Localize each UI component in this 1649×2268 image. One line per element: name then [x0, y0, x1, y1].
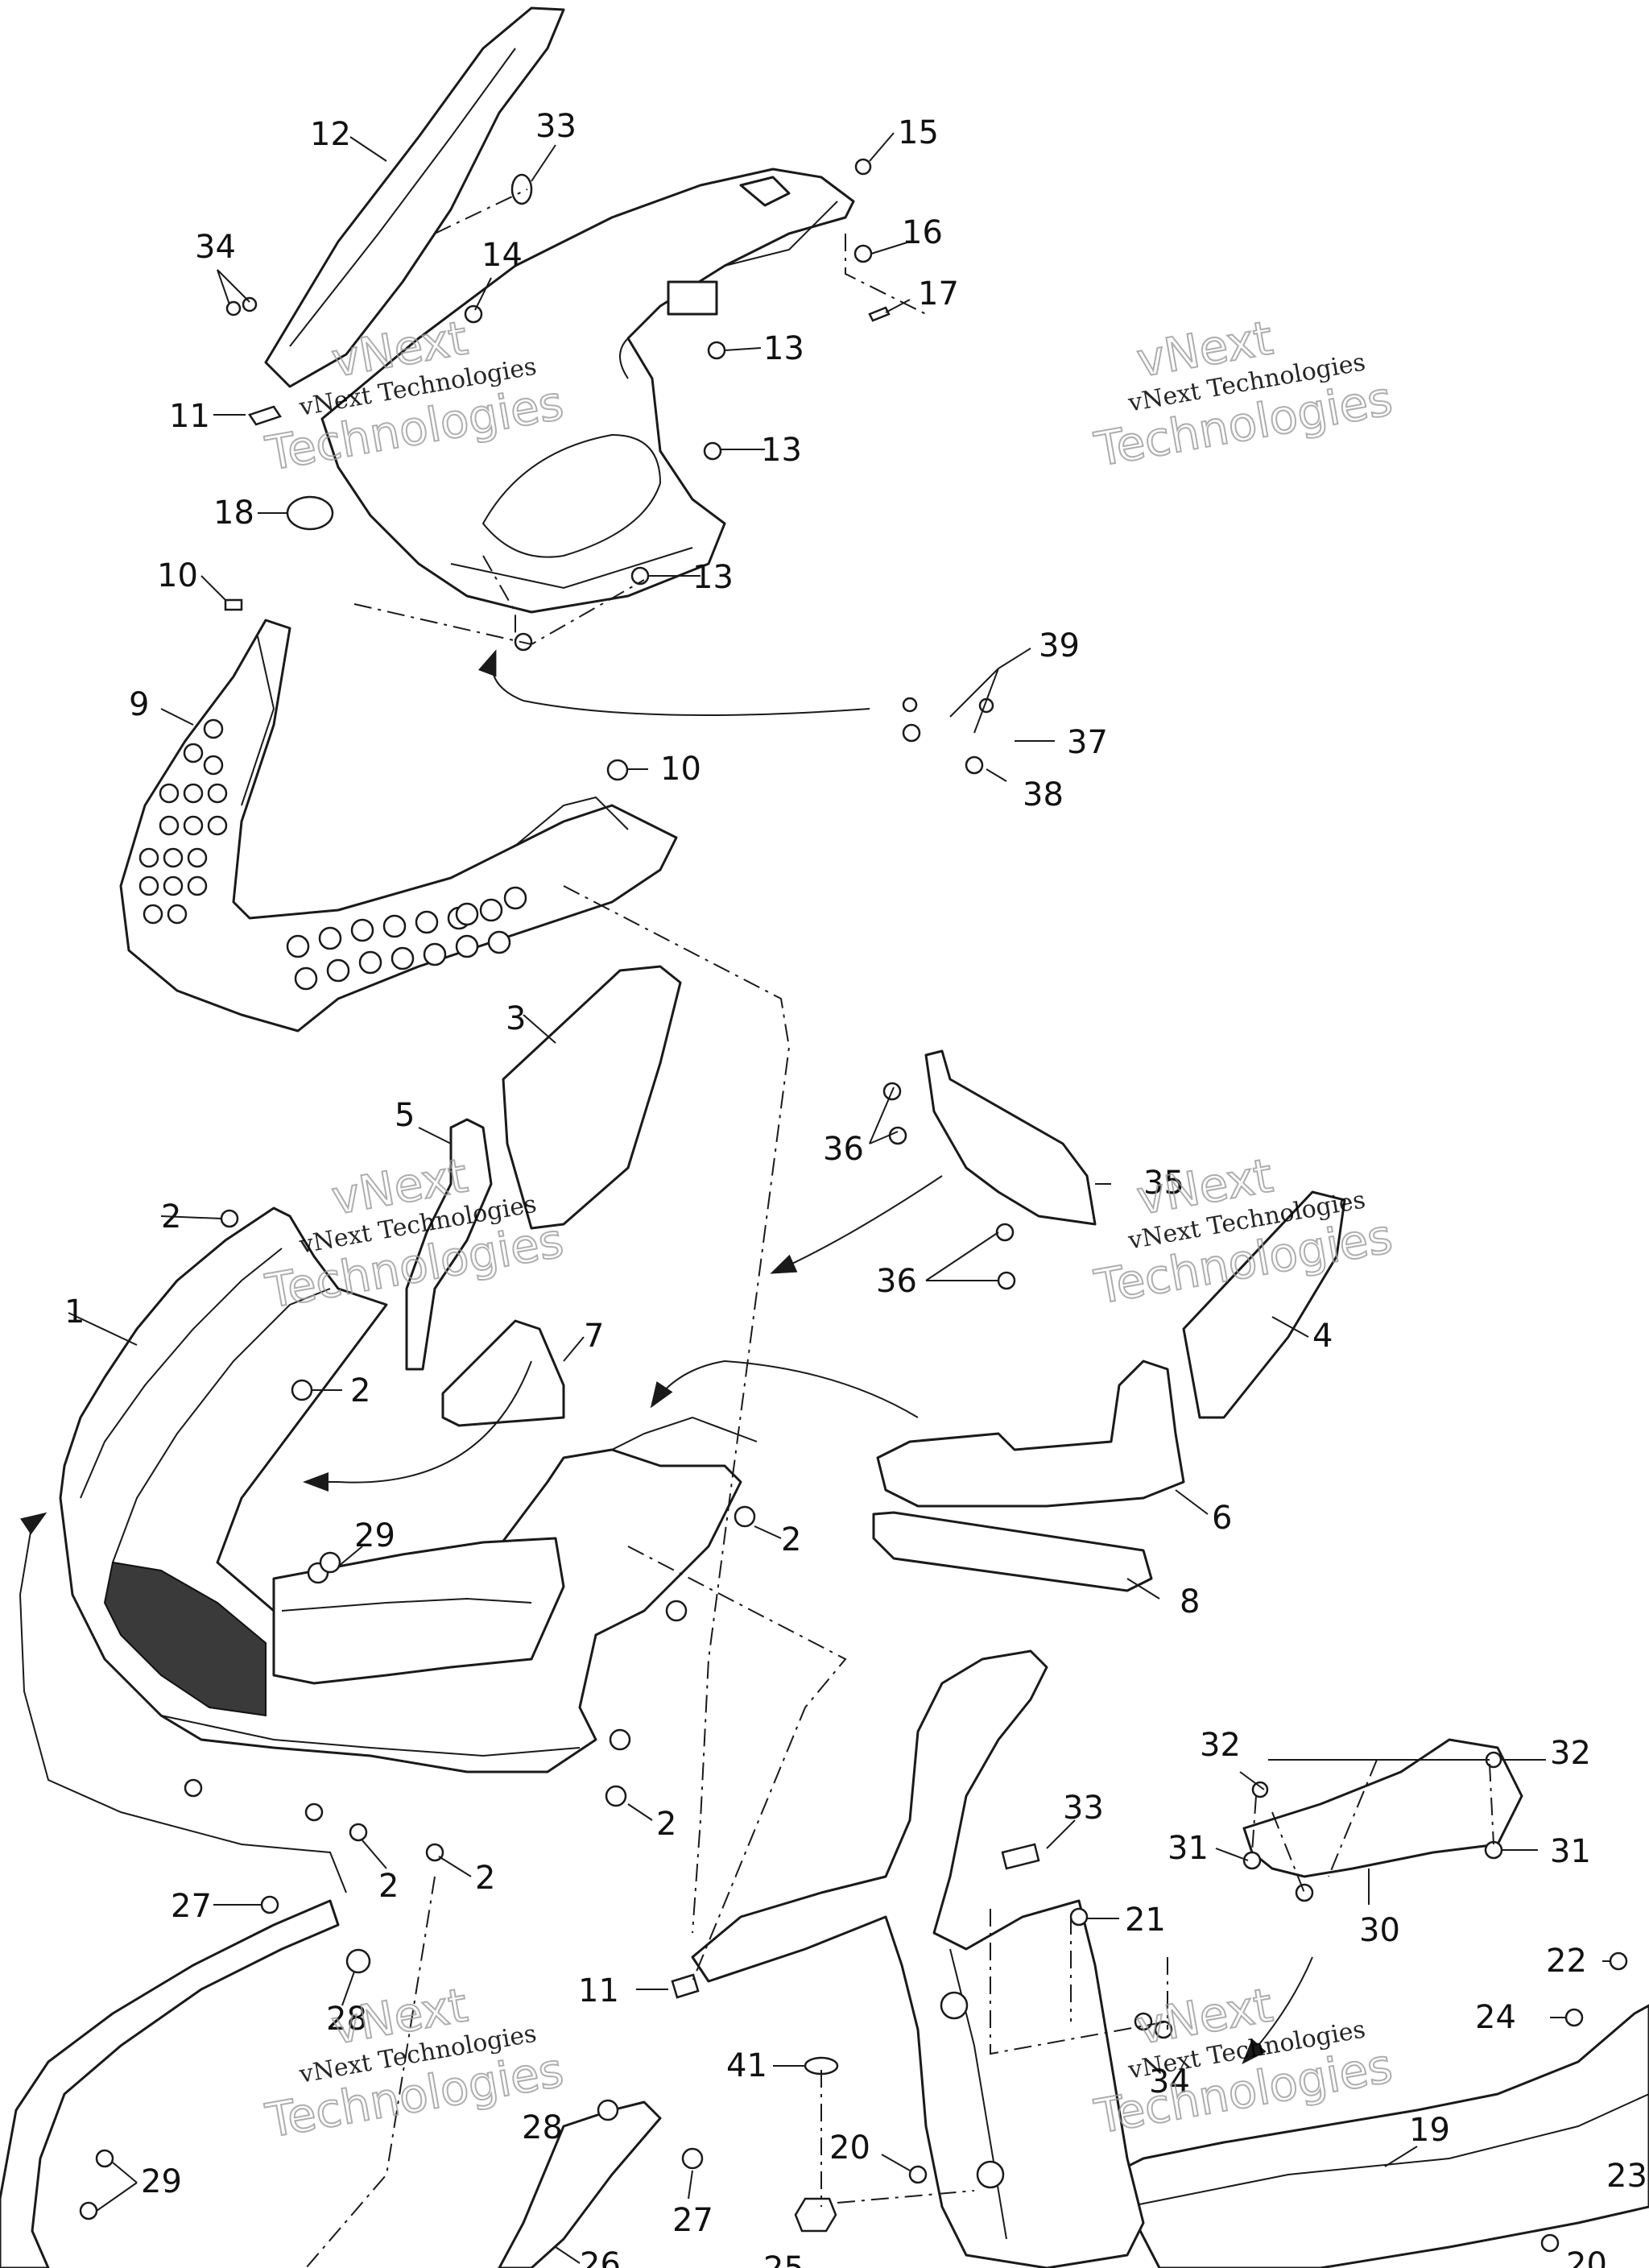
- callout-label: 7: [584, 1318, 604, 1355]
- callout-label: 28: [326, 2001, 367, 2038]
- callout-label: 41: [726, 2047, 767, 2084]
- callout-label: 22: [1546, 1943, 1587, 1980]
- callout-label: 2: [781, 1521, 801, 1558]
- watermark-4: vNext vNext Technologies Technologies: [1089, 1147, 1397, 1315]
- callout-label: 15: [898, 114, 939, 151]
- callout-label: 28: [522, 2109, 563, 2146]
- callout-label: 29: [141, 2163, 182, 2200]
- callout-label: 2: [161, 1198, 181, 1235]
- callout-label: 30: [1359, 1912, 1400, 1949]
- part-1-nose-cowl: [59, 1206, 758, 1773]
- callout-label: 33: [535, 108, 577, 145]
- part-19-lower-pan: [1110, 2004, 1649, 2268]
- dashed-assembly-lines: [305, 188, 1494, 2268]
- part-4-panel: [1182, 1190, 1346, 1419]
- callout-label: 13: [763, 330, 804, 367]
- watermark-5: vNext vNext Technologies Technologies: [261, 1976, 568, 2149]
- callout-label: 5: [395, 1097, 415, 1134]
- callout-label: 24: [1475, 1999, 1516, 2036]
- callout-label: 18: [213, 495, 254, 532]
- callout-label: 25: [763, 2250, 804, 2268]
- callout-label: 10: [660, 751, 701, 788]
- callout-label: 20: [829, 2129, 870, 2167]
- callout-label: 8: [1180, 1583, 1200, 1620]
- bumper-assembly: [0, 1899, 662, 2268]
- callout-label: 6: [1212, 1500, 1232, 1537]
- callout-label: 13: [692, 559, 734, 596]
- part-5-strip: [405, 1118, 493, 1371]
- callout-label: 11: [578, 1972, 619, 2009]
- part-8-strip: [872, 1511, 1153, 1592]
- part-35-bracket: [924, 1049, 1097, 1226]
- perforation-holes: [138, 718, 527, 991]
- upper-body-panel: [320, 168, 855, 614]
- callout-label: 27: [672, 2202, 713, 2239]
- callout-label: 32: [1550, 1735, 1591, 1772]
- callout-label: 16: [902, 214, 943, 251]
- part-9-perforated-panel: [119, 619, 678, 1033]
- callout-label: 26: [580, 2246, 621, 2268]
- callout-label: 34: [1149, 2063, 1190, 2100]
- callout-label: 35: [1143, 1165, 1184, 1202]
- fasteners: [79, 158, 1628, 2253]
- callout-label: 3: [506, 1000, 526, 1037]
- callout-label: 2: [350, 1372, 370, 1409]
- callout-label: 33: [1063, 1790, 1104, 1827]
- callout-label: 32: [1200, 1727, 1241, 1764]
- callout-label: 29: [354, 1517, 395, 1554]
- watermark-3: vNext vNext Technologies Technologies: [261, 1147, 568, 1319]
- callout-label: 36: [876, 1263, 917, 1300]
- callout-label: 39: [1039, 627, 1080, 664]
- callout-label: 38: [1023, 776, 1064, 813]
- callout-label: 13: [761, 432, 802, 469]
- callout-label: 34: [195, 229, 236, 266]
- callout-label: 27: [171, 1888, 212, 1925]
- callout-label: 36: [823, 1131, 864, 1168]
- callout-label: 4: [1312, 1318, 1333, 1355]
- watermark-2: vNext vNext Technologies Technologies: [1089, 309, 1397, 478]
- watermark-6: vNext vNext Technologies Technologies: [1089, 1976, 1397, 2145]
- callout-labels: 12 33 15 34 14 16 17 13 11 13 18 10 13 3…: [64, 108, 1647, 2268]
- callout-label: 1: [64, 1293, 85, 1331]
- part-12-upper-console: [264, 6, 565, 388]
- callout-label: 17: [918, 275, 959, 312]
- callout-label: 14: [481, 237, 523, 274]
- part-7-block: [441, 1319, 565, 1427]
- part-6-panel: [876, 1360, 1185, 1508]
- callout-label: 2: [656, 1806, 676, 1843]
- part-3-panel: [502, 965, 682, 1230]
- assembly-arrows: [19, 649, 1313, 2064]
- callout-label: 31: [1550, 1833, 1591, 1870]
- lower-side-frame: [691, 1649, 1145, 2268]
- callout-label: 12: [310, 116, 351, 153]
- callout-label: 31: [1168, 1830, 1209, 1867]
- leader-lines: [68, 132, 1610, 2264]
- callout-label: 23: [1606, 2158, 1647, 2195]
- callout-label: 10: [157, 557, 198, 594]
- callout-label: 37: [1067, 724, 1108, 761]
- callout-label: 11: [169, 398, 210, 435]
- callout-label: 20: [1566, 2246, 1607, 2268]
- callout-label: 19: [1409, 2112, 1450, 2149]
- callout-label: 21: [1125, 1902, 1166, 1939]
- callout-label: 2: [378, 1868, 399, 1905]
- callout-label: 9: [129, 686, 149, 723]
- callout-label: 2: [475, 1860, 495, 1897]
